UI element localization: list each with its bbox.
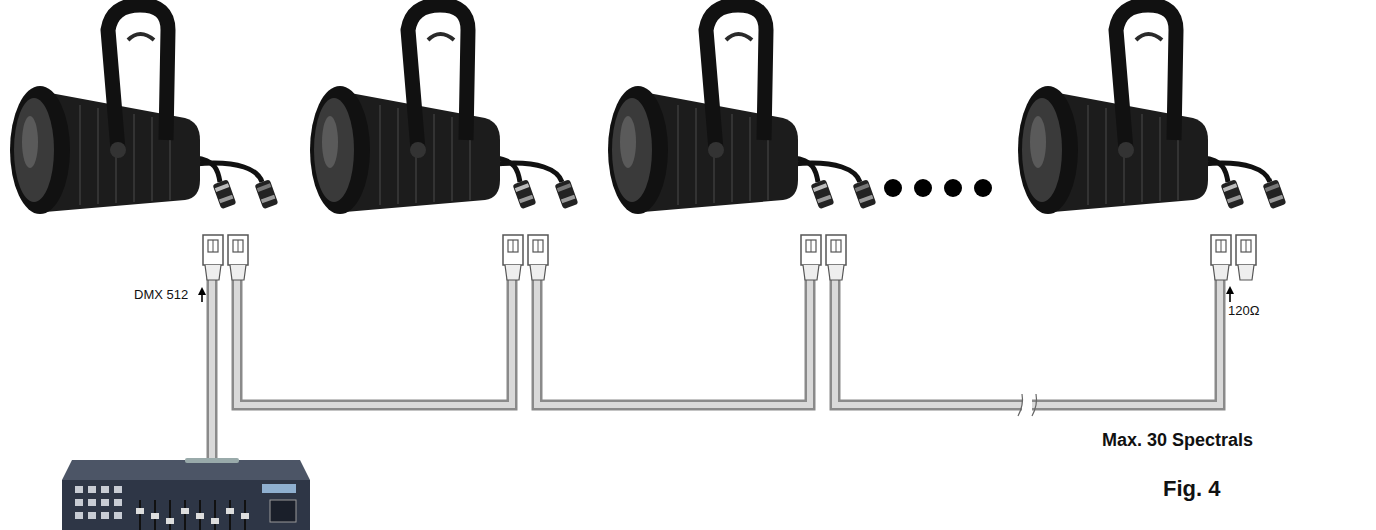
- note-text: Max. 30 Spectrals: [1102, 430, 1253, 451]
- dmx-input-cable: [212, 278, 213, 462]
- spot-fixture: [1018, 5, 1286, 280]
- dmx-link-cable: [835, 278, 1220, 405]
- signal-label: DMX 512: [134, 287, 188, 302]
- dmx-link-cable: [537, 278, 810, 405]
- terminator-arrow: [1226, 286, 1234, 302]
- figure-number: Fig. 4: [1163, 476, 1220, 502]
- continuation-dots: [884, 179, 992, 197]
- dmx-link-cable: [237, 278, 512, 405]
- terminator-label: 120Ω: [1228, 303, 1259, 318]
- spot-fixture: [310, 5, 578, 280]
- spot-fixture: [608, 5, 876, 280]
- dmx-controller: [62, 458, 310, 530]
- cable-break: [1018, 394, 1037, 416]
- spot-fixture: [10, 5, 278, 280]
- signal-arrow: [198, 287, 206, 302]
